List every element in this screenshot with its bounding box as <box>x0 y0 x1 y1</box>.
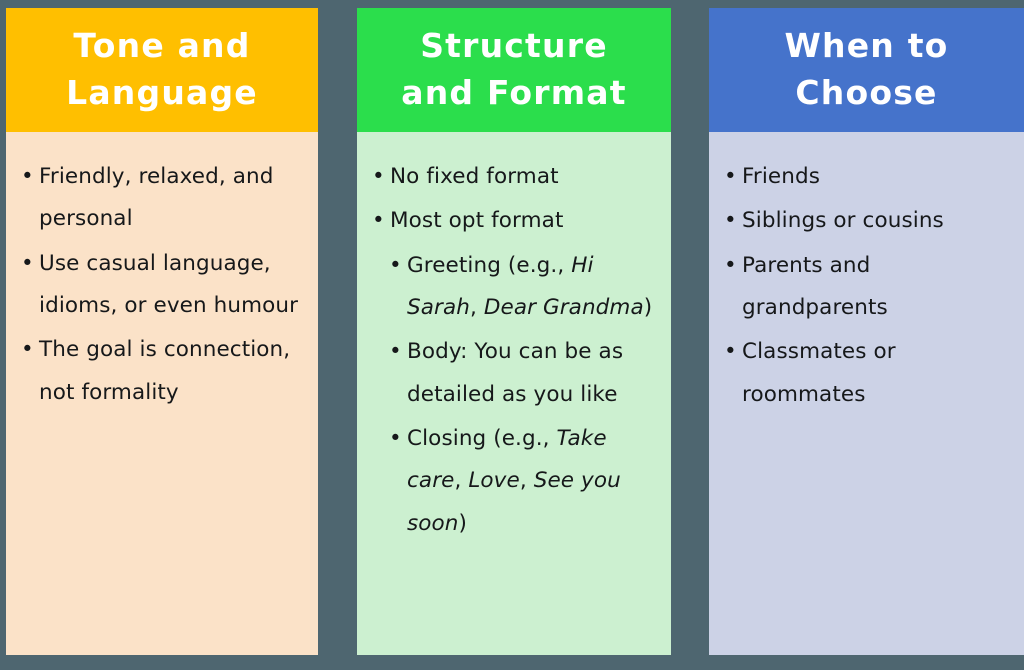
card-header-structure-and-format: Structure and Format <box>357 8 671 132</box>
bullet-text: Friendly, relaxed, and personal <box>39 164 274 232</box>
bullet-text-plain: Closing (e.g., <box>407 426 557 452</box>
bullet-item: •Parents and grandparents <box>721 245 1010 330</box>
bullet-text-plain: , <box>469 295 484 321</box>
bullet-item: •Greeting (e.g., Hi Sarah, Dear Grandma) <box>386 245 657 330</box>
bullet-item: •Classmates or roommates <box>721 331 1010 416</box>
bullet-item: •Most opt format <box>369 200 657 242</box>
card-when-to-choose: When to Choose•Friends•Siblings or cousi… <box>709 8 1024 655</box>
bullet-item: •Closing (e.g., Take care, Love, See you… <box>386 418 657 545</box>
bullet-text-plain: ) <box>643 295 653 321</box>
bullet-dot-icon: • <box>389 339 402 365</box>
bullet-text: Body: You can be as detailed as you like <box>407 339 624 407</box>
bullet-item: •Friends <box>721 156 1010 198</box>
bullet-dot-icon: • <box>21 250 34 276</box>
bullet-item: •Use casual language, idioms, or even hu… <box>18 243 304 328</box>
bullet-text-plain: ) <box>458 510 468 536</box>
bullet-list-when-to-choose: •Friends•Siblings or cousins•Parents and… <box>721 156 1010 416</box>
card-structure-and-format: Structure and Format•No fixed format•Mos… <box>357 8 671 655</box>
bullet-text-plain: , <box>454 468 469 494</box>
bullet-text-emphasis: Take care <box>407 426 607 494</box>
card-title-structure-and-format: Structure and Format <box>401 26 627 112</box>
bullet-text: Use casual language, idioms, or even hum… <box>39 250 299 319</box>
bullet-dot-icon: • <box>724 252 737 278</box>
card-header-when-to-choose: When to Choose <box>709 8 1024 132</box>
bullet-text: No fixed format <box>390 164 559 189</box>
bullet-text: Closing (e.g., Take care, Love, See you … <box>407 426 621 536</box>
bullet-dot-icon: • <box>372 164 385 189</box>
bullet-item: •No fixed format <box>369 156 657 198</box>
bullet-text: Classmates or roommates <box>742 339 896 407</box>
card-body-structure-and-format: •No fixed format•Most opt format•Greetin… <box>357 132 671 655</box>
bullet-text-plain: Greeting (e.g., <box>407 252 572 278</box>
card-body-tone-and-language: •Friendly, relaxed, and personal•Use cas… <box>6 132 318 655</box>
bullet-text: Friends <box>742 164 821 189</box>
bullet-item: •Friendly, relaxed, and personal <box>18 156 304 241</box>
card-tone-and-language: Tone and Language•Friendly, relaxed, and… <box>6 8 318 655</box>
bullet-text-emphasis: Love <box>468 468 520 494</box>
bullet-item: •The goal is connection, not formality <box>18 329 304 414</box>
bullet-text: Most opt format <box>390 208 564 234</box>
bullet-dot-icon: • <box>21 337 34 363</box>
bullet-dot-icon: • <box>389 252 402 278</box>
bullet-list-structure-and-format: •No fixed format•Most opt format•Greetin… <box>369 156 657 545</box>
bullet-text: Greeting (e.g., Hi Sarah, Dear Grandma) <box>407 253 652 320</box>
bullet-text-emphasis: Dear Grandma <box>483 295 644 321</box>
bullet-dot-icon: • <box>21 164 34 189</box>
bullet-text: The goal is connection, not formality <box>39 337 291 405</box>
bullet-item: •Body: You can be as detailed as you lik… <box>386 331 657 416</box>
card-body-when-to-choose: •Friends•Siblings or cousins•Parents and… <box>709 132 1024 655</box>
bullet-dot-icon: • <box>724 339 737 365</box>
bullet-text: Parents and grandparents <box>742 252 888 321</box>
bullet-text-plain: , <box>519 468 534 494</box>
bullet-text-emphasis: Hi Sarah <box>407 252 594 321</box>
card-title-when-to-choose: When to Choose <box>784 26 949 112</box>
bullet-dot-icon: • <box>724 208 737 234</box>
card-header-tone-and-language: Tone and Language <box>6 8 318 132</box>
bullet-item: •Siblings or cousins <box>721 200 1010 242</box>
bullet-text-emphasis: See you soon <box>407 468 621 536</box>
card-title-tone-and-language: Tone and Language <box>66 26 258 112</box>
bullet-list-tone-and-language: •Friendly, relaxed, and personal•Use cas… <box>18 156 304 414</box>
bullet-dot-icon: • <box>372 208 385 234</box>
bullet-dot-icon: • <box>724 164 737 189</box>
bullet-text: Siblings or cousins <box>742 208 944 234</box>
bullet-dot-icon: • <box>389 426 402 452</box>
